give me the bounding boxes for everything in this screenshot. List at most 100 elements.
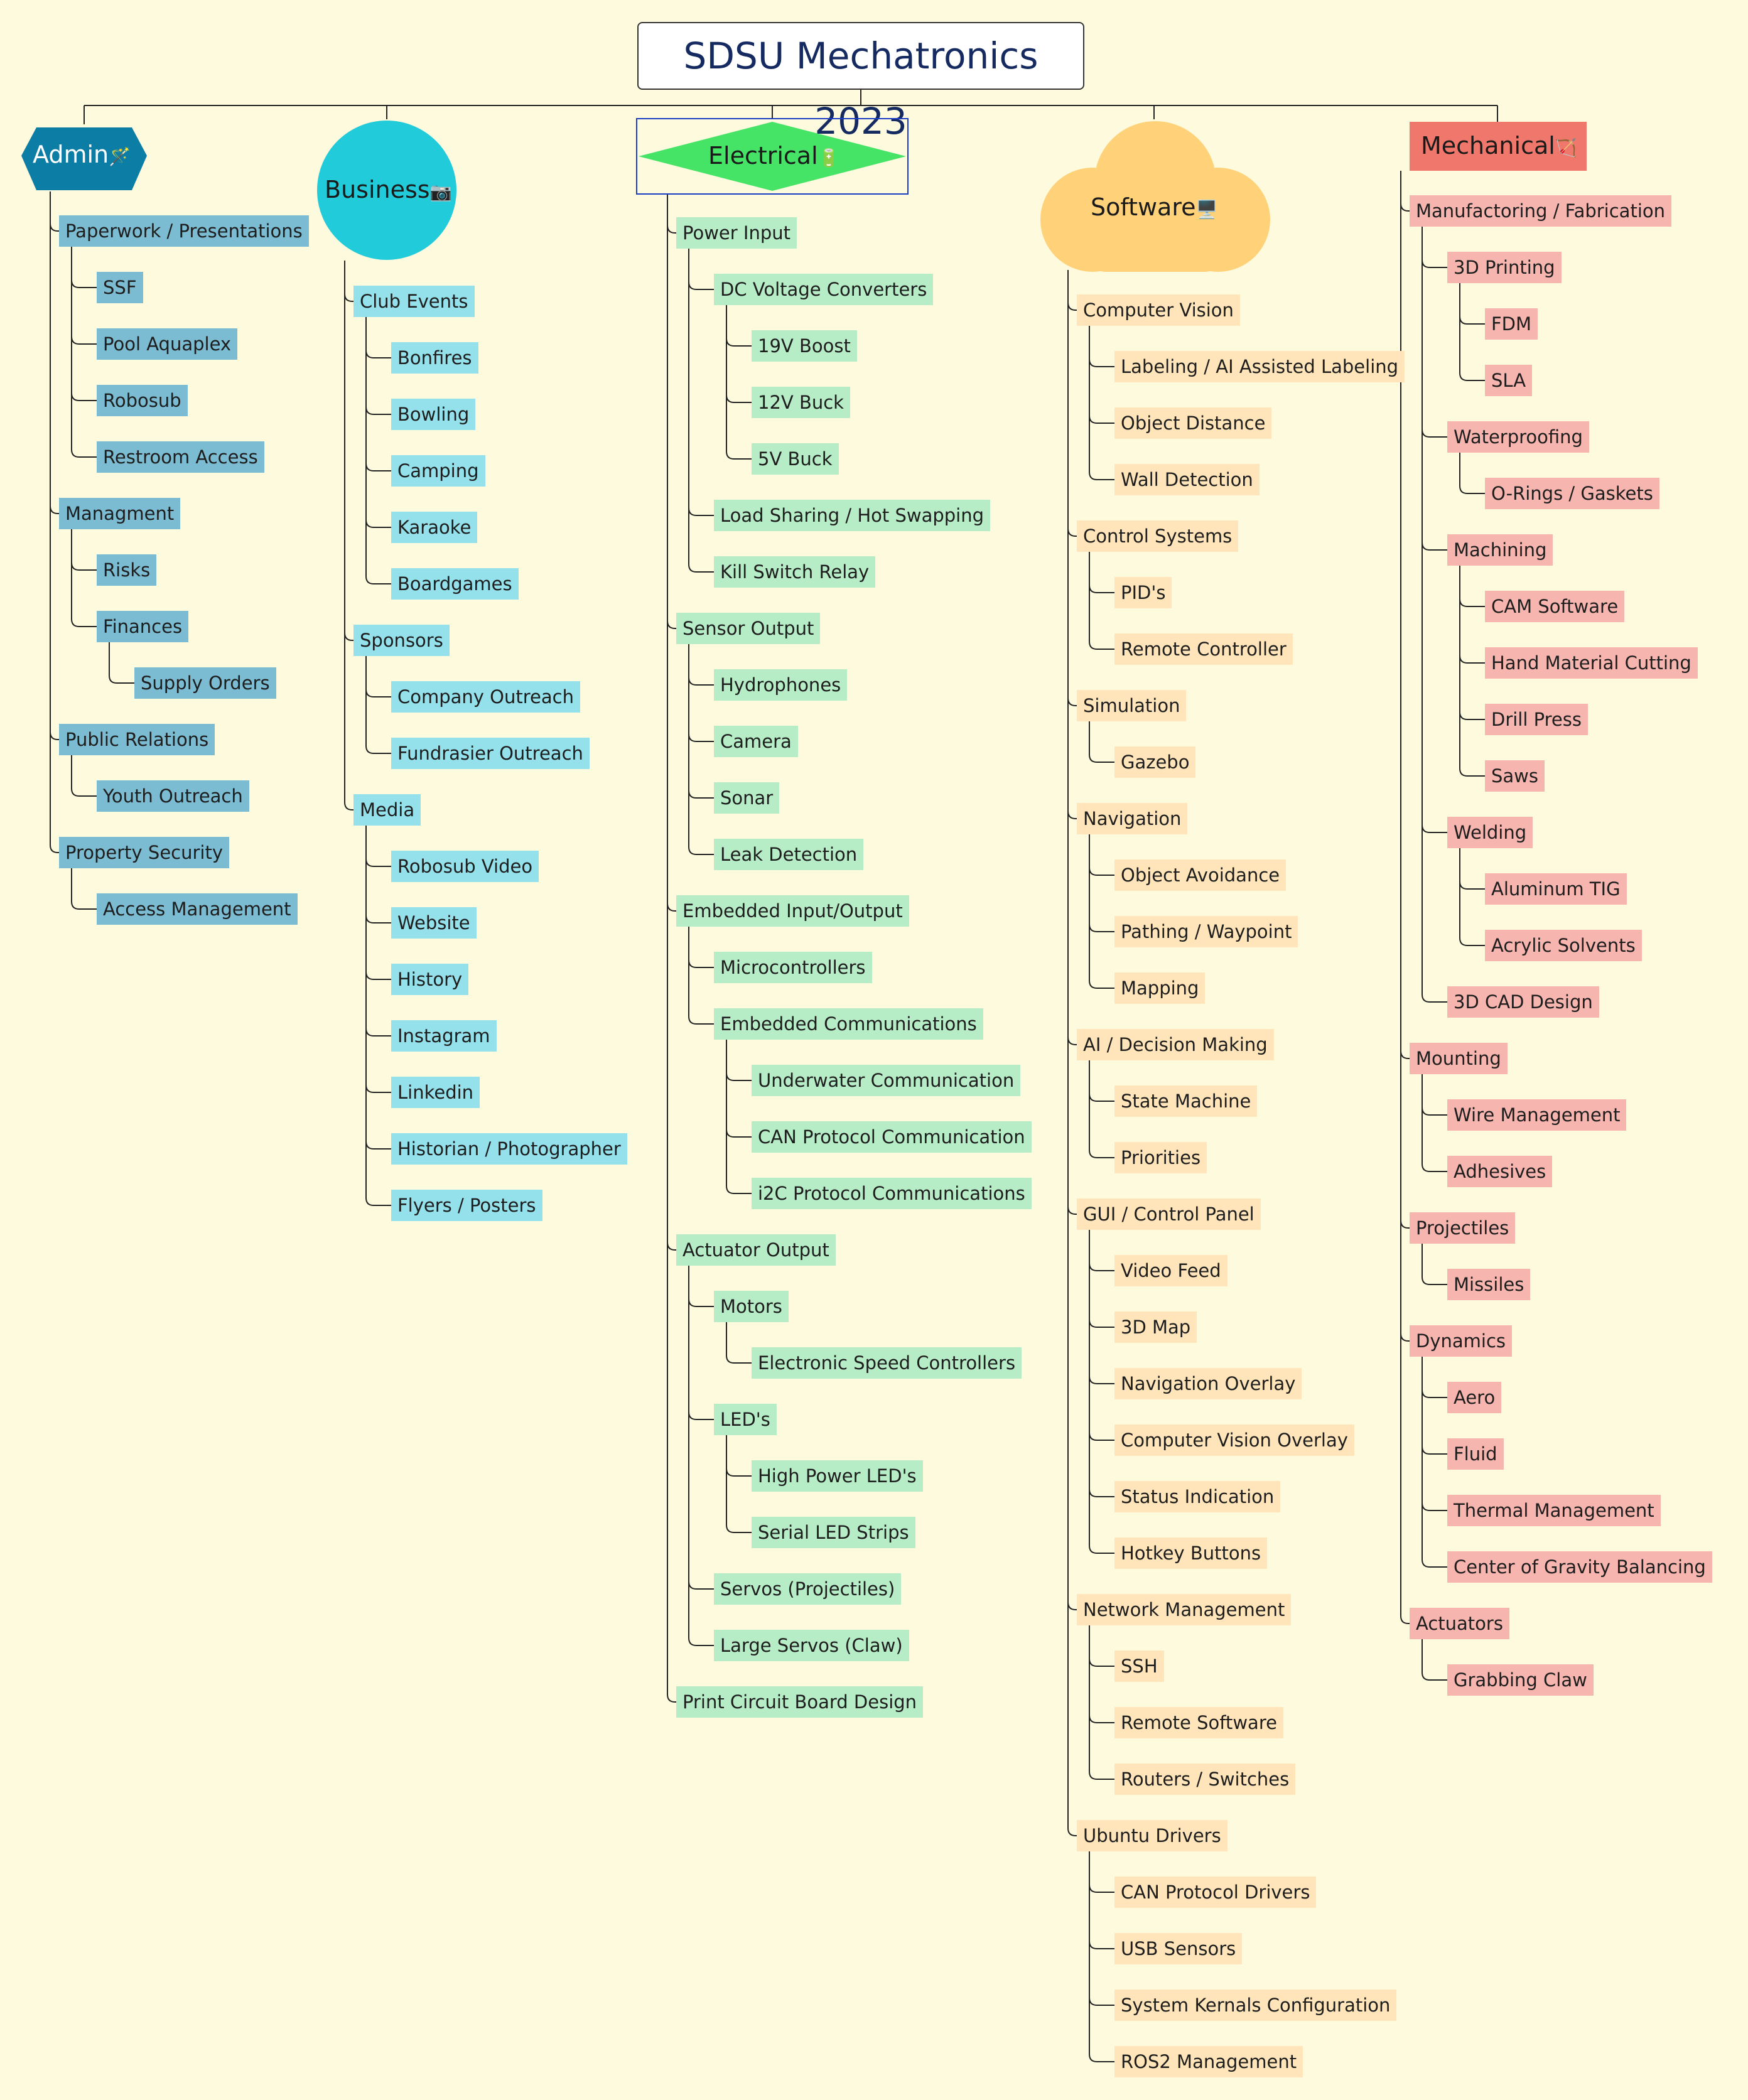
mechanical-topic[interactable]: Aluminum TIG bbox=[1485, 873, 1627, 905]
mechanical-topic[interactable]: Mounting bbox=[1410, 1043, 1508, 1074]
business-topic[interactable]: Boardgames bbox=[391, 568, 519, 600]
electrical-topic[interactable]: Servos (Projectiles) bbox=[714, 1573, 902, 1605]
electrical-topic[interactable]: Embedded Input/Output bbox=[676, 895, 909, 927]
software-topic[interactable]: State Machine bbox=[1114, 1085, 1258, 1117]
admin-topic[interactable]: Paperwork / Presentations bbox=[59, 215, 309, 247]
software-topic[interactable]: Control Systems bbox=[1077, 520, 1239, 552]
business-topic[interactable]: Fundrasier Outreach bbox=[391, 738, 590, 769]
electrical-topic[interactable]: Load Sharing / Hot Swapping bbox=[714, 500, 991, 531]
electrical-topic[interactable]: Serial LED Strips bbox=[752, 1517, 915, 1548]
software-topic[interactable]: Remote Software bbox=[1114, 1707, 1283, 1738]
business-topic[interactable]: Club Events bbox=[353, 286, 475, 317]
electrical-topic[interactable]: Electronic Speed Controllers bbox=[752, 1347, 1022, 1379]
business-topic[interactable]: Website bbox=[391, 907, 477, 939]
electrical-topic[interactable]: LED's bbox=[714, 1404, 777, 1435]
business-topic[interactable]: Historian / Photographer bbox=[391, 1133, 627, 1165]
admin-topic[interactable]: Pool Aquaplex bbox=[97, 328, 238, 360]
electrical-topic[interactable]: Sonar bbox=[714, 782, 780, 814]
admin-topic[interactable]: Youth Outreach bbox=[97, 780, 249, 812]
admin-topic[interactable]: Managment bbox=[59, 498, 181, 529]
business-topic[interactable]: Company Outreach bbox=[391, 681, 580, 713]
software-topic[interactable]: Routers / Switches bbox=[1114, 1763, 1296, 1795]
mechanical-topic[interactable]: Actuators bbox=[1410, 1608, 1509, 1639]
mechanical-topic[interactable]: Adhesives bbox=[1447, 1156, 1553, 1187]
electrical-topic[interactable]: Actuator Output bbox=[676, 1234, 836, 1266]
mechanical-topic[interactable]: Wire Management bbox=[1447, 1099, 1627, 1131]
electrical-topic[interactable]: Underwater Communication bbox=[752, 1065, 1021, 1096]
admin-topic[interactable]: Supply Orders bbox=[134, 667, 276, 699]
mechanical-topic[interactable]: Aero bbox=[1447, 1382, 1502, 1413]
root-topic[interactable]: SDSU Mechatronics 2023 bbox=[637, 22, 1084, 143]
software-topic[interactable]: Video Feed bbox=[1114, 1255, 1227, 1286]
software-topic[interactable]: Labeling / AI Assisted Labeling bbox=[1114, 351, 1405, 382]
mechanical-topic[interactable]: Projectiles bbox=[1410, 1212, 1516, 1244]
electrical-topic[interactable]: 19V Boost bbox=[752, 330, 857, 362]
electrical-topic[interactable]: Hydrophones bbox=[714, 669, 848, 701]
software-topic[interactable]: Computer Vision bbox=[1077, 294, 1240, 326]
electrical-topic[interactable]: Kill Switch Relay bbox=[714, 556, 876, 588]
mechanical-topic[interactable]: Machining bbox=[1447, 534, 1553, 566]
electrical-topic[interactable]: 5V Buck bbox=[752, 443, 839, 475]
business-topic[interactable]: Karaoke bbox=[391, 512, 478, 543]
mechanical-topic[interactable]: Thermal Management bbox=[1447, 1495, 1661, 1526]
branch-business[interactable]: Business📷 bbox=[325, 176, 451, 203]
software-topic[interactable]: PID's bbox=[1114, 577, 1172, 608]
software-topic[interactable]: Navigation Overlay bbox=[1114, 1368, 1302, 1399]
software-topic[interactable]: Pathing / Waypoint bbox=[1114, 916, 1298, 947]
electrical-topic[interactable]: Camera bbox=[714, 726, 798, 757]
admin-topic[interactable]: Property Security bbox=[59, 837, 230, 868]
software-topic[interactable]: Simulation bbox=[1077, 690, 1187, 721]
business-topic[interactable]: Bowling bbox=[391, 399, 476, 430]
software-topic[interactable]: Navigation bbox=[1077, 803, 1188, 834]
business-topic[interactable]: Linkedin bbox=[391, 1077, 480, 1108]
admin-topic[interactable]: Access Management bbox=[97, 893, 298, 925]
electrical-topic[interactable]: Sensor Output bbox=[676, 613, 821, 644]
admin-topic[interactable]: Public Relations bbox=[59, 724, 215, 755]
branch-electrical[interactable]: Electrical🔋 bbox=[708, 142, 840, 170]
mechanical-topic[interactable]: Saws bbox=[1485, 760, 1545, 792]
software-topic[interactable]: Network Management bbox=[1077, 1594, 1292, 1625]
software-topic[interactable]: ROS2 Management bbox=[1114, 2046, 1303, 2077]
electrical-topic[interactable]: CAN Protocol Communication bbox=[752, 1121, 1032, 1153]
software-topic[interactable]: Priorities bbox=[1114, 1142, 1207, 1173]
electrical-topic[interactable]: DC Voltage Converters bbox=[714, 274, 934, 305]
mechanical-topic[interactable]: SLA bbox=[1485, 365, 1533, 396]
admin-topic[interactable]: Finances bbox=[97, 611, 189, 642]
mechanical-topic[interactable]: Missiles bbox=[1447, 1269, 1531, 1300]
software-topic[interactable]: CAN Protocol Drivers bbox=[1114, 1877, 1317, 1908]
software-topic[interactable]: 3D Map bbox=[1114, 1311, 1197, 1343]
admin-topic[interactable]: Restroom Access bbox=[97, 441, 264, 473]
business-topic[interactable]: Media bbox=[353, 794, 421, 826]
electrical-topic[interactable]: Power Input bbox=[676, 217, 797, 249]
electrical-topic[interactable]: Leak Detection bbox=[714, 839, 864, 870]
electrical-topic[interactable]: High Power LED's bbox=[752, 1460, 923, 1492]
software-topic[interactable]: Object Distance bbox=[1114, 407, 1272, 439]
software-topic[interactable]: System Kernals Configuration bbox=[1114, 1990, 1397, 2021]
admin-topic[interactable]: Risks bbox=[97, 554, 157, 586]
mechanical-topic[interactable]: CAM Software bbox=[1485, 591, 1625, 622]
mechanical-topic[interactable]: Manufactoring / Fabrication bbox=[1410, 195, 1672, 227]
branch-mechanical[interactable]: Mechanical🏹 bbox=[1421, 132, 1577, 159]
business-topic[interactable]: Sponsors bbox=[353, 625, 450, 656]
mechanical-topic[interactable]: Center of Gravity Balancing bbox=[1447, 1551, 1712, 1583]
electrical-topic[interactable]: Motors bbox=[714, 1291, 789, 1322]
software-topic[interactable]: Hotkey Buttons bbox=[1114, 1537, 1268, 1569]
business-topic[interactable]: Robosub Video bbox=[391, 851, 539, 882]
software-topic[interactable]: GUI / Control Panel bbox=[1077, 1198, 1261, 1230]
software-topic[interactable]: Computer Vision Overlay bbox=[1114, 1424, 1354, 1456]
electrical-topic[interactable]: Print Circuit Board Design bbox=[676, 1686, 924, 1718]
mechanical-topic[interactable]: 3D Printing bbox=[1447, 252, 1562, 283]
mechanical-topic[interactable]: FDM bbox=[1485, 308, 1538, 340]
software-topic[interactable]: SSH bbox=[1114, 1650, 1164, 1682]
business-topic[interactable]: Instagram bbox=[391, 1020, 497, 1052]
mechanical-topic[interactable]: Hand Material Cutting bbox=[1485, 647, 1698, 679]
software-topic[interactable]: Wall Detection bbox=[1114, 464, 1260, 495]
admin-topic[interactable]: SSF bbox=[97, 272, 143, 303]
electrical-topic[interactable]: 12V Buck bbox=[752, 387, 850, 418]
business-topic[interactable]: History bbox=[391, 964, 469, 995]
software-topic[interactable]: Status Indication bbox=[1114, 1481, 1281, 1512]
mechanical-topic[interactable]: Fluid bbox=[1447, 1438, 1504, 1470]
mechanical-topic[interactable]: Acrylic Solvents bbox=[1485, 930, 1642, 961]
electrical-topic[interactable]: i2C Protocol Communications bbox=[752, 1178, 1032, 1209]
electrical-topic[interactable]: Microcontrollers bbox=[714, 952, 872, 983]
